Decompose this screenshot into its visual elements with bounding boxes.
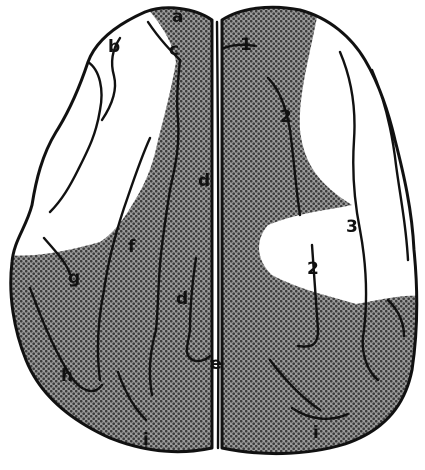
label-d-upper: d bbox=[198, 171, 210, 191]
label-2-upper: 2 bbox=[280, 107, 292, 127]
label-g: g bbox=[68, 268, 80, 288]
midline-fissure bbox=[217, 22, 218, 448]
label-b: b bbox=[108, 37, 120, 57]
label-c: c bbox=[169, 40, 179, 60]
label-a: a bbox=[172, 7, 183, 27]
label-e: e bbox=[210, 354, 222, 374]
label-h: h bbox=[61, 366, 73, 386]
label-1: 1 bbox=[240, 35, 252, 55]
label-i-right: i bbox=[313, 423, 319, 443]
right-shaded-region bbox=[222, 0, 425, 470]
label-3: 3 bbox=[346, 217, 358, 237]
label-f: f bbox=[128, 237, 136, 257]
right-hemisphere bbox=[222, 0, 425, 470]
label-2-lower: 2 bbox=[307, 259, 319, 279]
label-i-left: i bbox=[143, 430, 149, 450]
left-lateral-sulcus bbox=[50, 62, 102, 212]
left-hemisphere bbox=[0, 0, 212, 470]
label-d-lower: d bbox=[176, 289, 188, 309]
